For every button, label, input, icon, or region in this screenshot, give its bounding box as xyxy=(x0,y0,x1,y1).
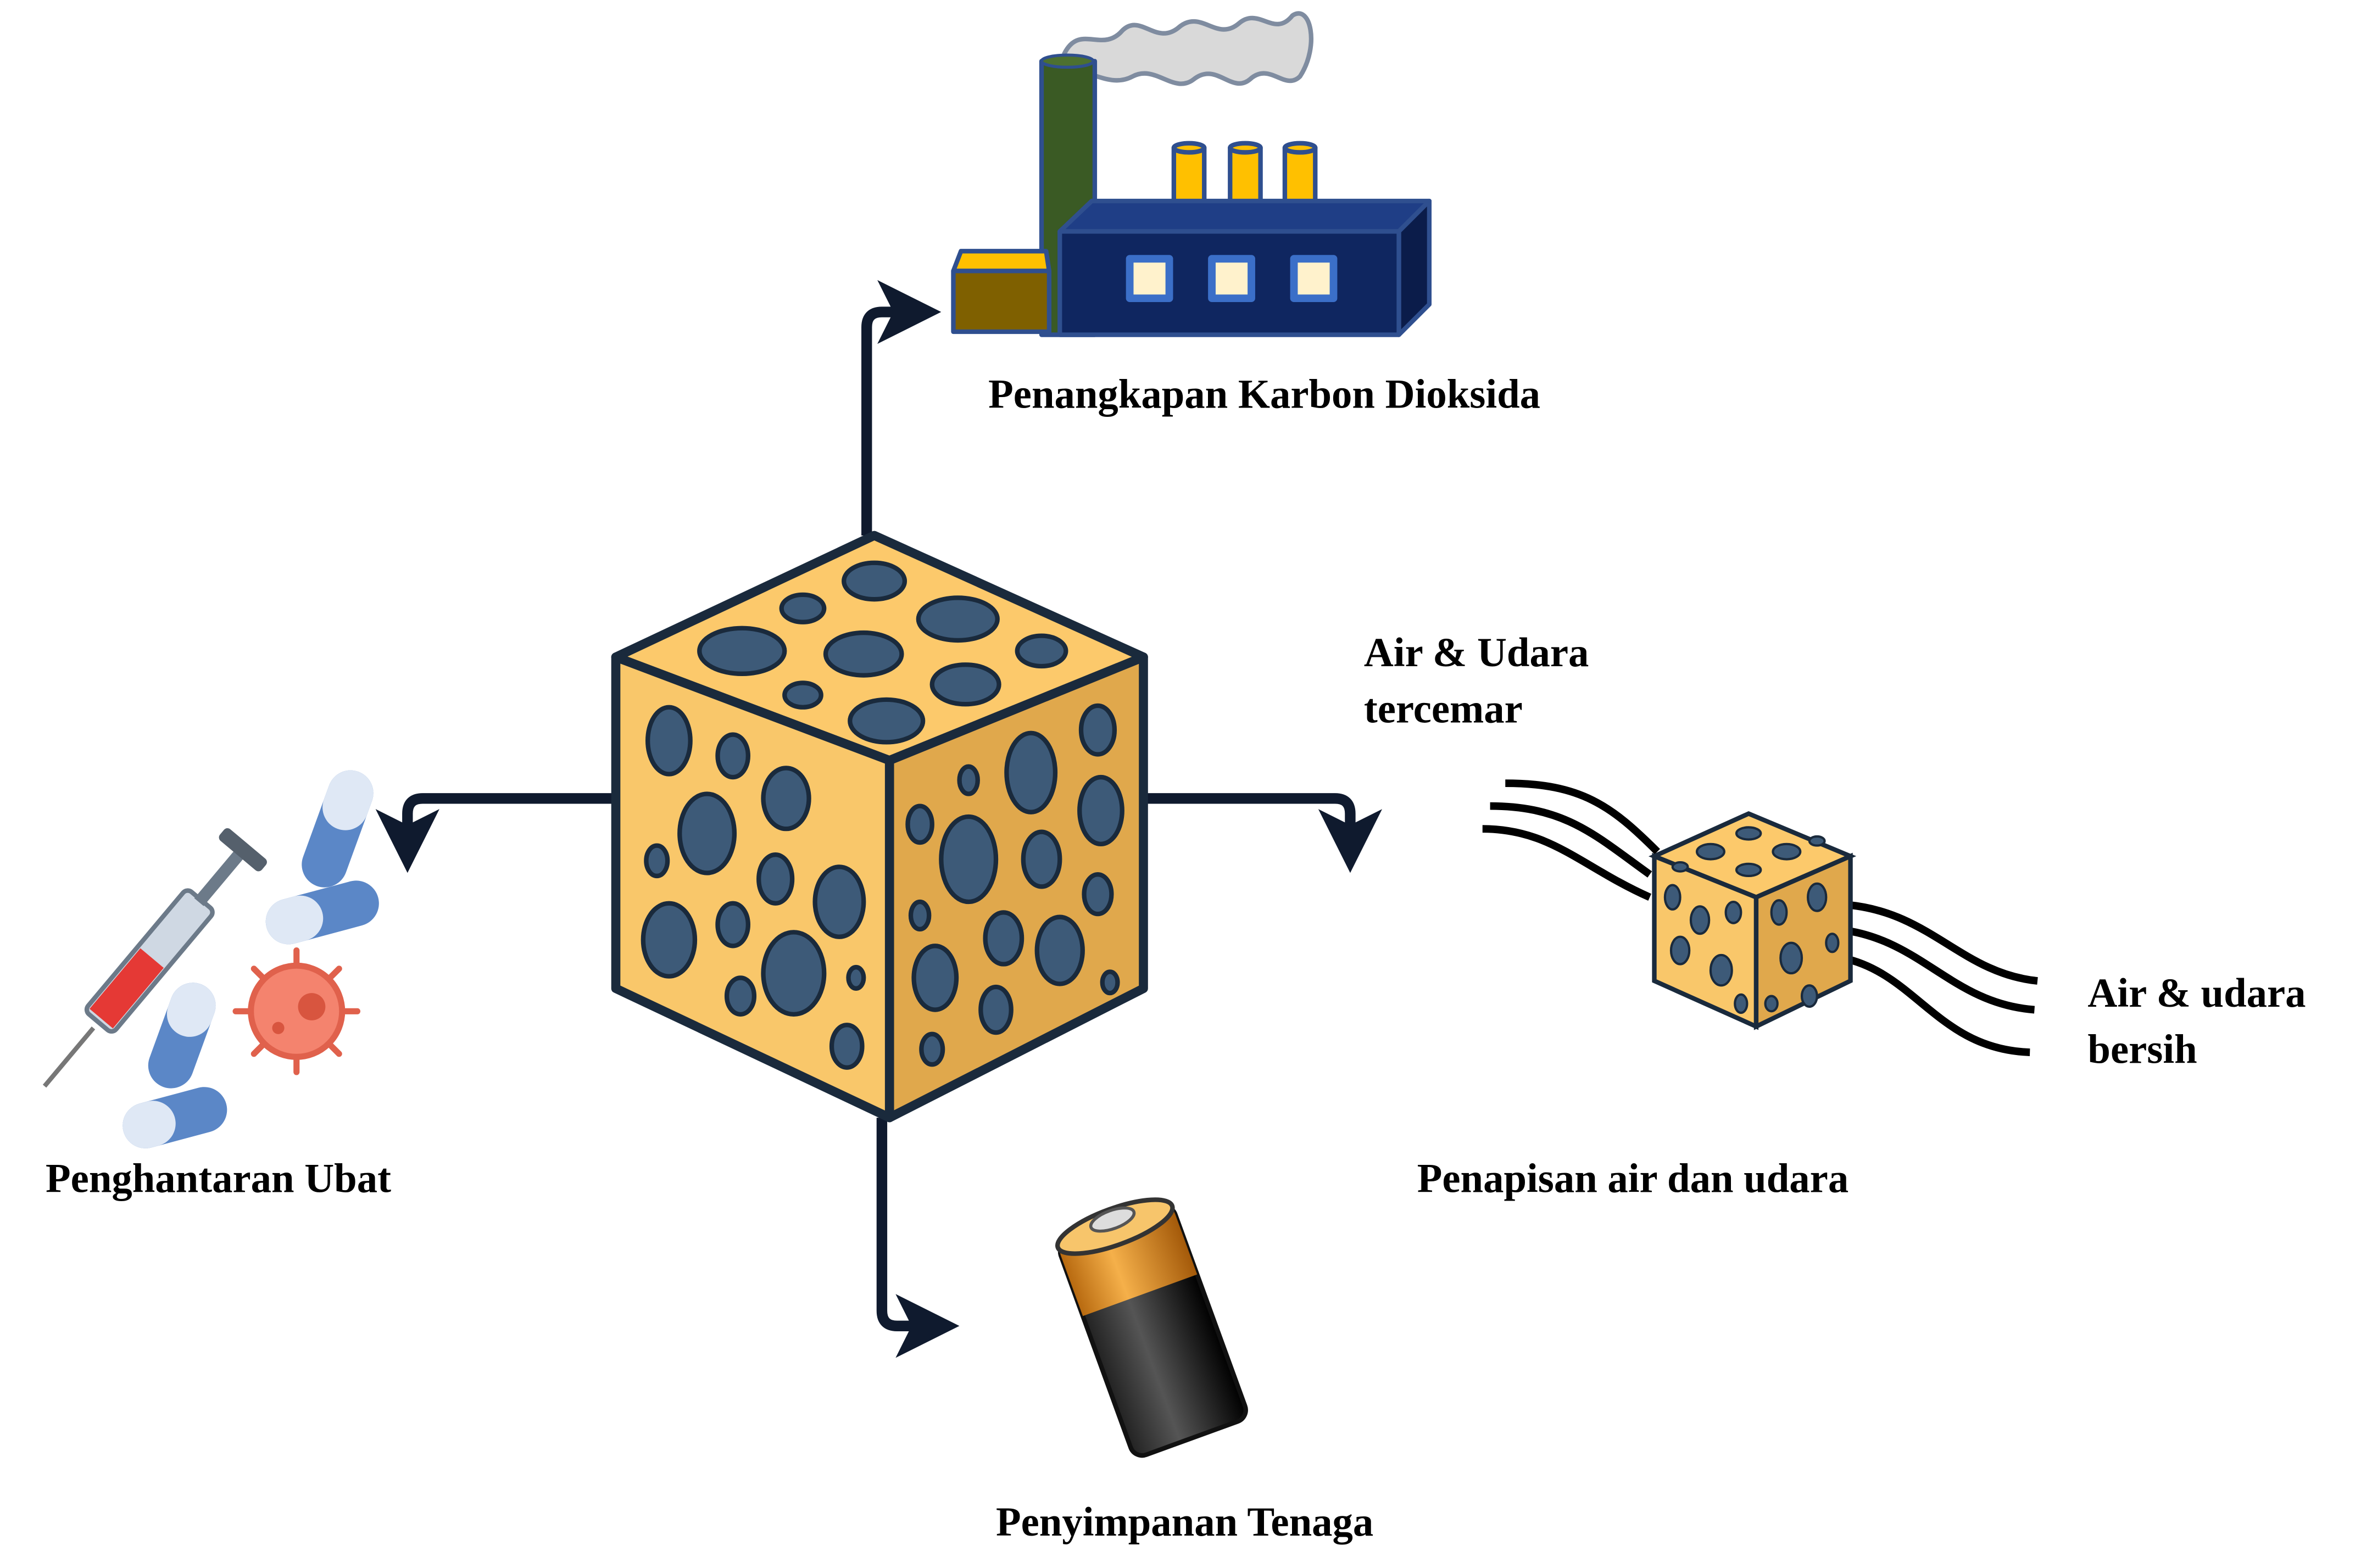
factory-icon xyxy=(951,11,1432,337)
filtration-icon xyxy=(1482,779,2038,1056)
capsule-icon xyxy=(302,770,374,888)
smoke-icon xyxy=(1062,11,1313,86)
label-carbon-capture: Penangkapan Karbon Dioksida xyxy=(988,371,1540,417)
arrow-to-energy-storage xyxy=(876,1118,960,1358)
clean-flow-lines xyxy=(1842,901,2038,1056)
arrow-to-carbon-capture xyxy=(861,280,942,535)
capsule-icon xyxy=(123,1087,227,1148)
capsule-icon xyxy=(265,880,379,945)
label-filtration: Penapisan air dan udara xyxy=(1417,1156,1848,1202)
syringe-icon xyxy=(42,828,267,1088)
drug-delivery-icons xyxy=(42,770,379,1148)
arrow-to-drug-delivery xyxy=(375,793,616,873)
label-drug-delivery: Penghantaran Ubat xyxy=(46,1156,391,1202)
virus-icon xyxy=(232,947,361,1075)
polluted-flow-lines xyxy=(1482,779,1660,901)
label-clean-line1: Air & udara xyxy=(2087,970,2306,1016)
label-polluted-line1: Air & Udara xyxy=(1364,630,1589,676)
arrows xyxy=(375,280,1383,1358)
battery-icon xyxy=(1055,1197,1248,1458)
capsule-icon xyxy=(148,983,216,1089)
label-polluted-line2: tercemar xyxy=(1364,686,1523,732)
label-energy-storage: Penyimpanan Tenaga xyxy=(996,1499,1373,1545)
label-clean-line2: bersih xyxy=(2087,1026,2197,1072)
arrow-to-filtration xyxy=(1143,793,1383,873)
cube-pores xyxy=(641,560,1124,1070)
